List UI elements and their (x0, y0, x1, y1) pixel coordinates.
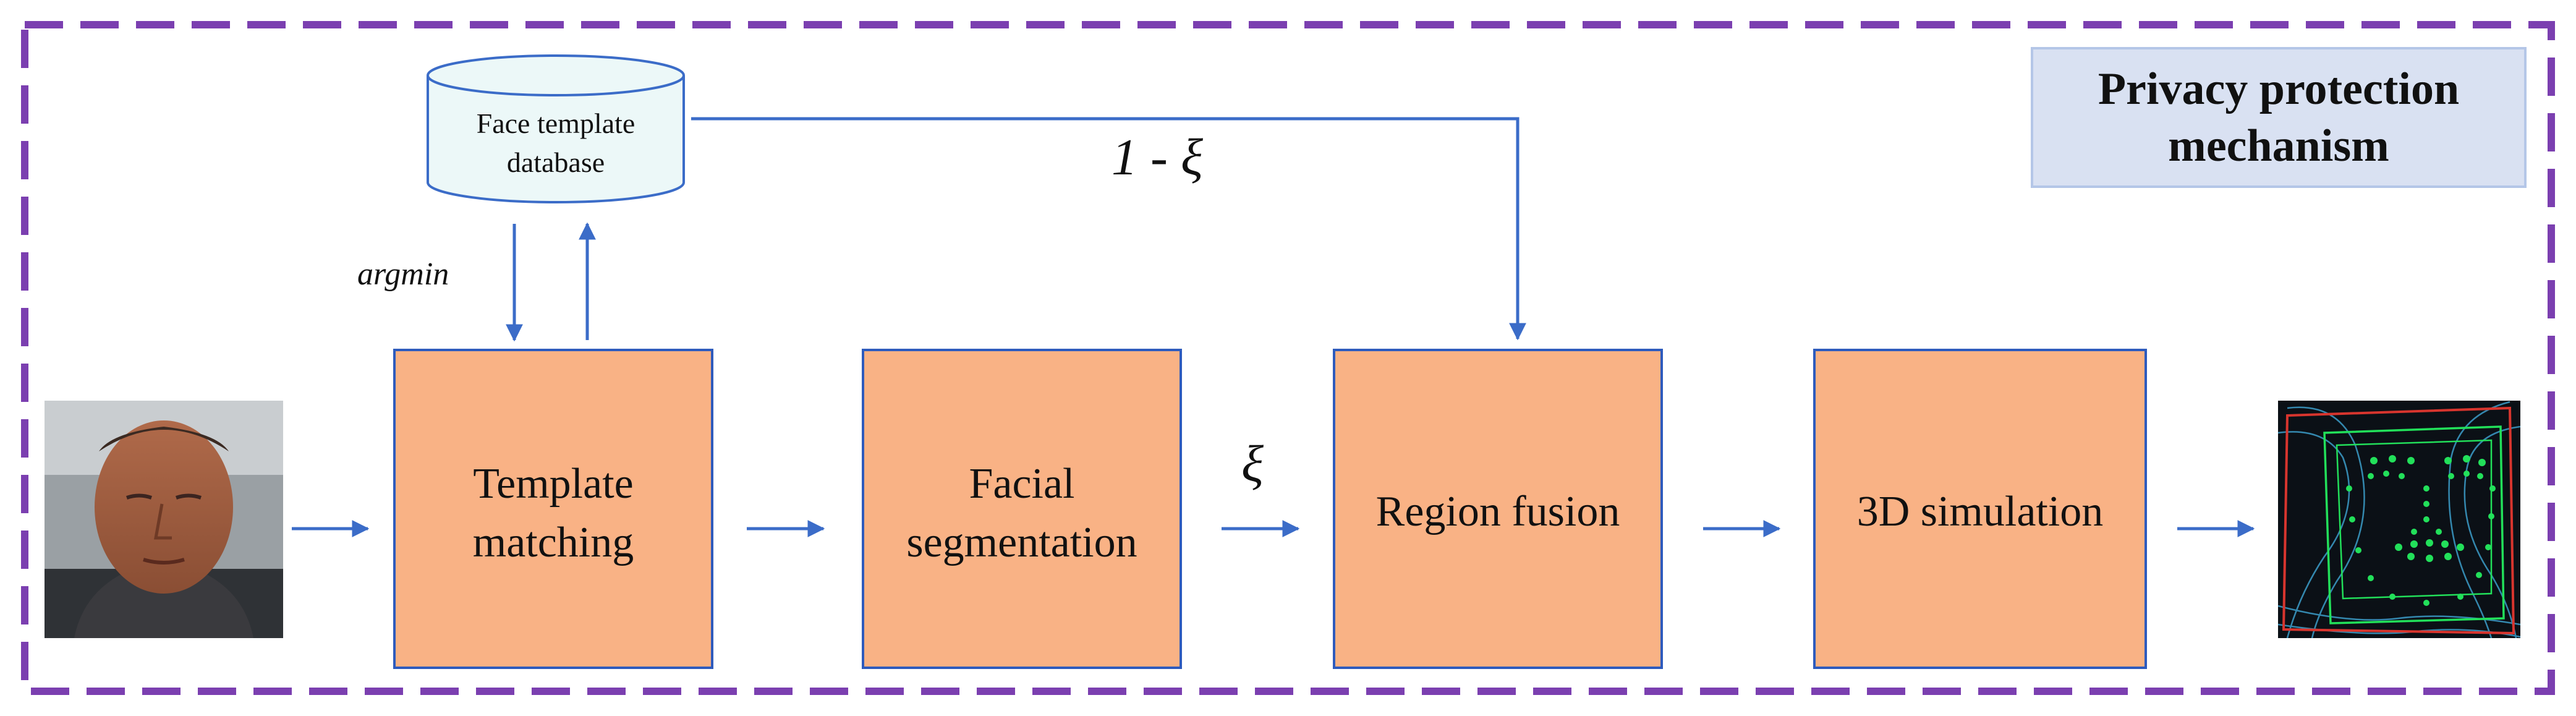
xi-label: ξ (1241, 435, 1264, 493)
3d-face-mesh-render (2278, 401, 2520, 638)
facial-segmentation-label-1: Facial (969, 460, 1074, 508)
facial-segmentation-label-2: segmentation (906, 519, 1137, 566)
title-line-1: Privacy protection (2098, 64, 2459, 114)
arrow-db-to-region-fusion (691, 117, 1526, 341)
template-matching-block: Template matching (393, 349, 713, 669)
region-fusion-label: Region fusion (1376, 488, 1620, 535)
3d-simulation-block: 3D simulation (1813, 349, 2147, 669)
template-matching-label-2: matching (473, 519, 634, 566)
region-fusion-block: Region fusion (1333, 349, 1663, 669)
input-face-photo (45, 401, 283, 638)
outer-dashed-border (21, 21, 2555, 695)
database-label-line-2: database (507, 147, 605, 178)
database-label-line-1: Face template (477, 108, 635, 139)
title-line-2: mechanism (2168, 121, 2389, 171)
title-box: Privacy protection mechanism (2031, 47, 2527, 188)
argmin-label: argmin (357, 257, 449, 292)
3d-simulation-label: 3D simulation (1857, 488, 2104, 535)
one-minus-xi-label: 1 - ξ (1112, 129, 1203, 186)
template-matching-label-1: Template (473, 460, 633, 508)
face-template-database: Face template database (427, 54, 685, 203)
facial-segmentation-block: Facial segmentation (862, 349, 1182, 669)
